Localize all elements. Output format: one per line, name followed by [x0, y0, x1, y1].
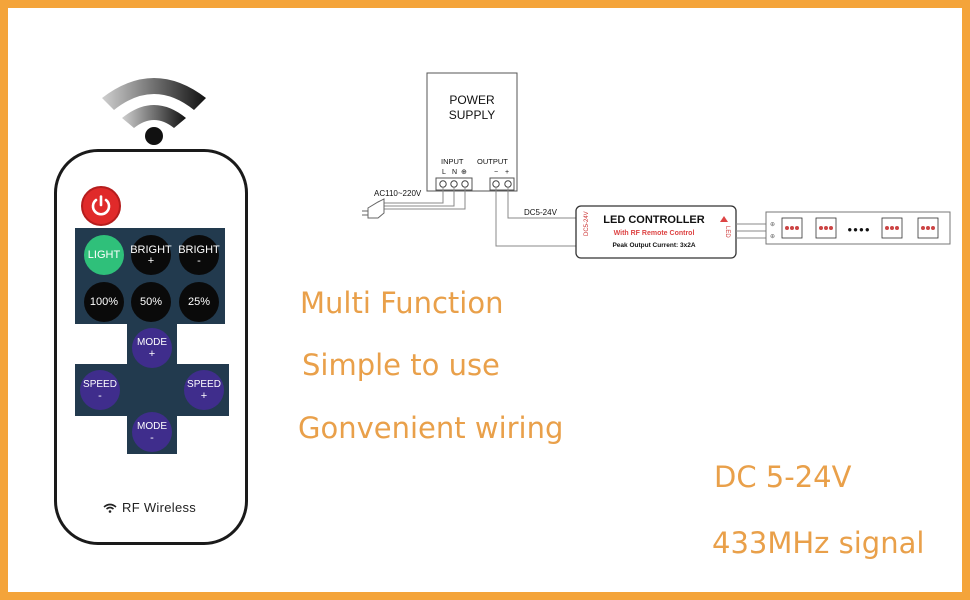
bright-minus-label: BRIGHT — [178, 244, 220, 256]
bright-minus-sign: - — [197, 255, 201, 267]
input-label: INPUT — [441, 157, 464, 166]
brightness-25-label: 25% — [187, 296, 211, 308]
brightness-100-label: 100% — [89, 296, 119, 308]
rf-wireless-text: RF Wireless — [122, 500, 197, 515]
mode-minus-label: MODE — [137, 421, 167, 432]
mode-minus-button[interactable]: MODE - — [132, 412, 172, 452]
wifi-icon — [102, 78, 206, 145]
power-supply-label-1: POWER — [449, 93, 495, 107]
controller-spec: Peak Output Current: 3x2A — [612, 242, 695, 249]
speed-minus-sign: - — [98, 390, 102, 402]
product-image: LIGHT BRIGHT + BRIGHT - 100% 50% 25% MOD… — [8, 8, 962, 592]
svg-text:⊕: ⊕ — [770, 234, 775, 240]
led-controller-box — [575, 205, 737, 259]
svg-text:⊕: ⊕ — [770, 222, 775, 228]
power-button[interactable] — [81, 186, 121, 226]
mode-plus-label: MODE — [137, 337, 167, 348]
power-supply-box — [426, 72, 518, 192]
speed-minus-label: SPEED — [83, 379, 117, 390]
light-button[interactable]: LIGHT — [84, 235, 124, 275]
speed-plus-button[interactable]: SPEED + — [184, 370, 224, 410]
brightness-50-button[interactable]: 50% — [131, 282, 171, 322]
terminal-pos: + — [505, 169, 509, 176]
controller-side-right: LED — [724, 226, 730, 238]
rf-remote: LIGHT BRIGHT + BRIGHT - 100% 50% 25% MOD… — [54, 149, 248, 545]
speed-plus-label: SPEED — [187, 379, 221, 390]
bright-plus-label: BRIGHT — [130, 244, 172, 256]
spec-voltage: DC 5-24V — [714, 460, 852, 494]
brightness-25-button[interactable]: 25% — [179, 282, 219, 322]
ac-plug-icon — [367, 198, 385, 219]
mode-minus-sign: - — [150, 432, 154, 444]
wireless-icon — [103, 503, 117, 513]
mode-plus-button[interactable]: MODE + — [132, 328, 172, 368]
dc-output-label: DC5-24V — [524, 208, 558, 217]
terminal-l: L — [442, 169, 446, 176]
feature-simple-to-use: Simple to use — [302, 348, 500, 382]
controller-title: LED CONTROLLER — [603, 214, 704, 226]
feature-convenient-wiring: Gonvenient wiring — [298, 411, 564, 445]
terminal-ground: ⊕ — [461, 169, 467, 176]
speed-plus-sign: + — [200, 390, 208, 402]
strip-continuation-dots: ●●●● — [847, 225, 870, 234]
controller-side-left: DC5-24V — [584, 211, 590, 236]
feature-multi-function: Multi Function — [300, 286, 504, 320]
bright-plus-button[interactable]: BRIGHT + — [130, 235, 172, 275]
terminal-neg: − — [494, 169, 498, 176]
controller-subtitle: With RF Remote Control — [614, 230, 695, 237]
ac-input-label: AC110~220V — [374, 189, 422, 198]
speed-minus-button[interactable]: SPEED - — [80, 370, 120, 410]
light-button-label: LIGHT — [87, 249, 121, 261]
terminal-n: N — [452, 169, 457, 176]
spec-frequency: 433MHz signal — [712, 526, 925, 560]
brightness-50-label: 50% — [139, 296, 163, 308]
brightness-100-button[interactable]: 100% — [84, 282, 124, 322]
rf-wireless-label: RF Wireless — [103, 500, 196, 515]
wiring-diagram: POWER SUPPLY INPUT OUTPUT L N ⊕ − + AC11… — [362, 72, 951, 259]
output-label: OUTPUT — [477, 157, 508, 166]
power-icon — [91, 195, 111, 216]
mode-plus-sign: + — [148, 348, 156, 360]
power-supply-label-2: SUPPLY — [449, 108, 495, 122]
bright-minus-button[interactable]: BRIGHT - — [178, 235, 220, 275]
bright-plus-sign: + — [147, 255, 155, 267]
